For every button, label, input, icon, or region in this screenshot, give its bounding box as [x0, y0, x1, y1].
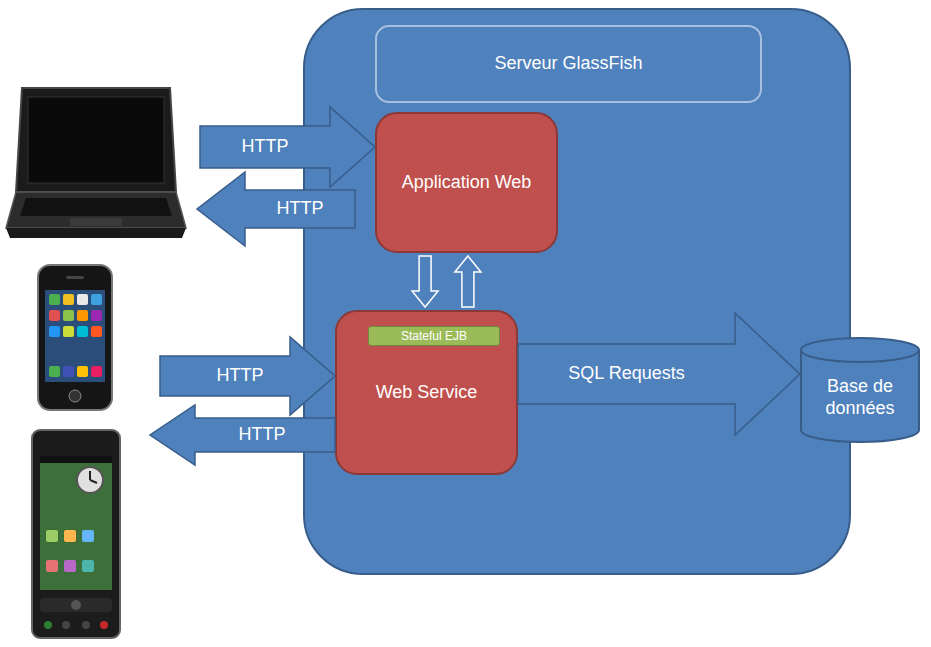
block-arrow: [518, 313, 800, 435]
process-box: Application Web: [375, 112, 558, 253]
http-arrow-left: [197, 172, 355, 246]
protocol-label: HTTP: [217, 365, 264, 387]
http-arrow-left: [150, 405, 335, 465]
component-tag: Stateful EJB: [368, 326, 500, 346]
process-box: Web Service Stateful EJB: [335, 310, 518, 475]
hollow-arrow: [455, 256, 481, 307]
server-region: Serveur GlassFishApplication WebWeb Serv…: [303, 8, 851, 575]
component-label: Stateful EJB: [401, 329, 467, 343]
protocol-label: HTTP: [239, 424, 286, 446]
server-title-band: Serveur GlassFish: [375, 25, 762, 103]
laptop-illustration: [6, 88, 186, 238]
node-text-area: Base de données: [800, 337, 920, 443]
android-phone-illustration: [32, 430, 120, 638]
http-arrow-right: [200, 107, 375, 187]
edge-label: SQL Requests: [568, 363, 684, 385]
iphone-illustration: [38, 265, 112, 410]
node-text-area: Application Web: [377, 114, 556, 251]
node-label: Web Service: [376, 382, 478, 404]
node-label: Application Web: [402, 172, 532, 194]
protocol-label: HTTP: [242, 136, 289, 158]
node-label: Base de données: [808, 376, 912, 419]
protocol-label: HTTP: [277, 198, 324, 220]
hollow-arrow: [412, 256, 438, 307]
http-arrows: [150, 107, 375, 465]
server-title: Serveur GlassFish: [494, 53, 642, 75]
http-arrow-right: [160, 337, 335, 415]
database-cylinder: Base de données: [800, 337, 920, 443]
